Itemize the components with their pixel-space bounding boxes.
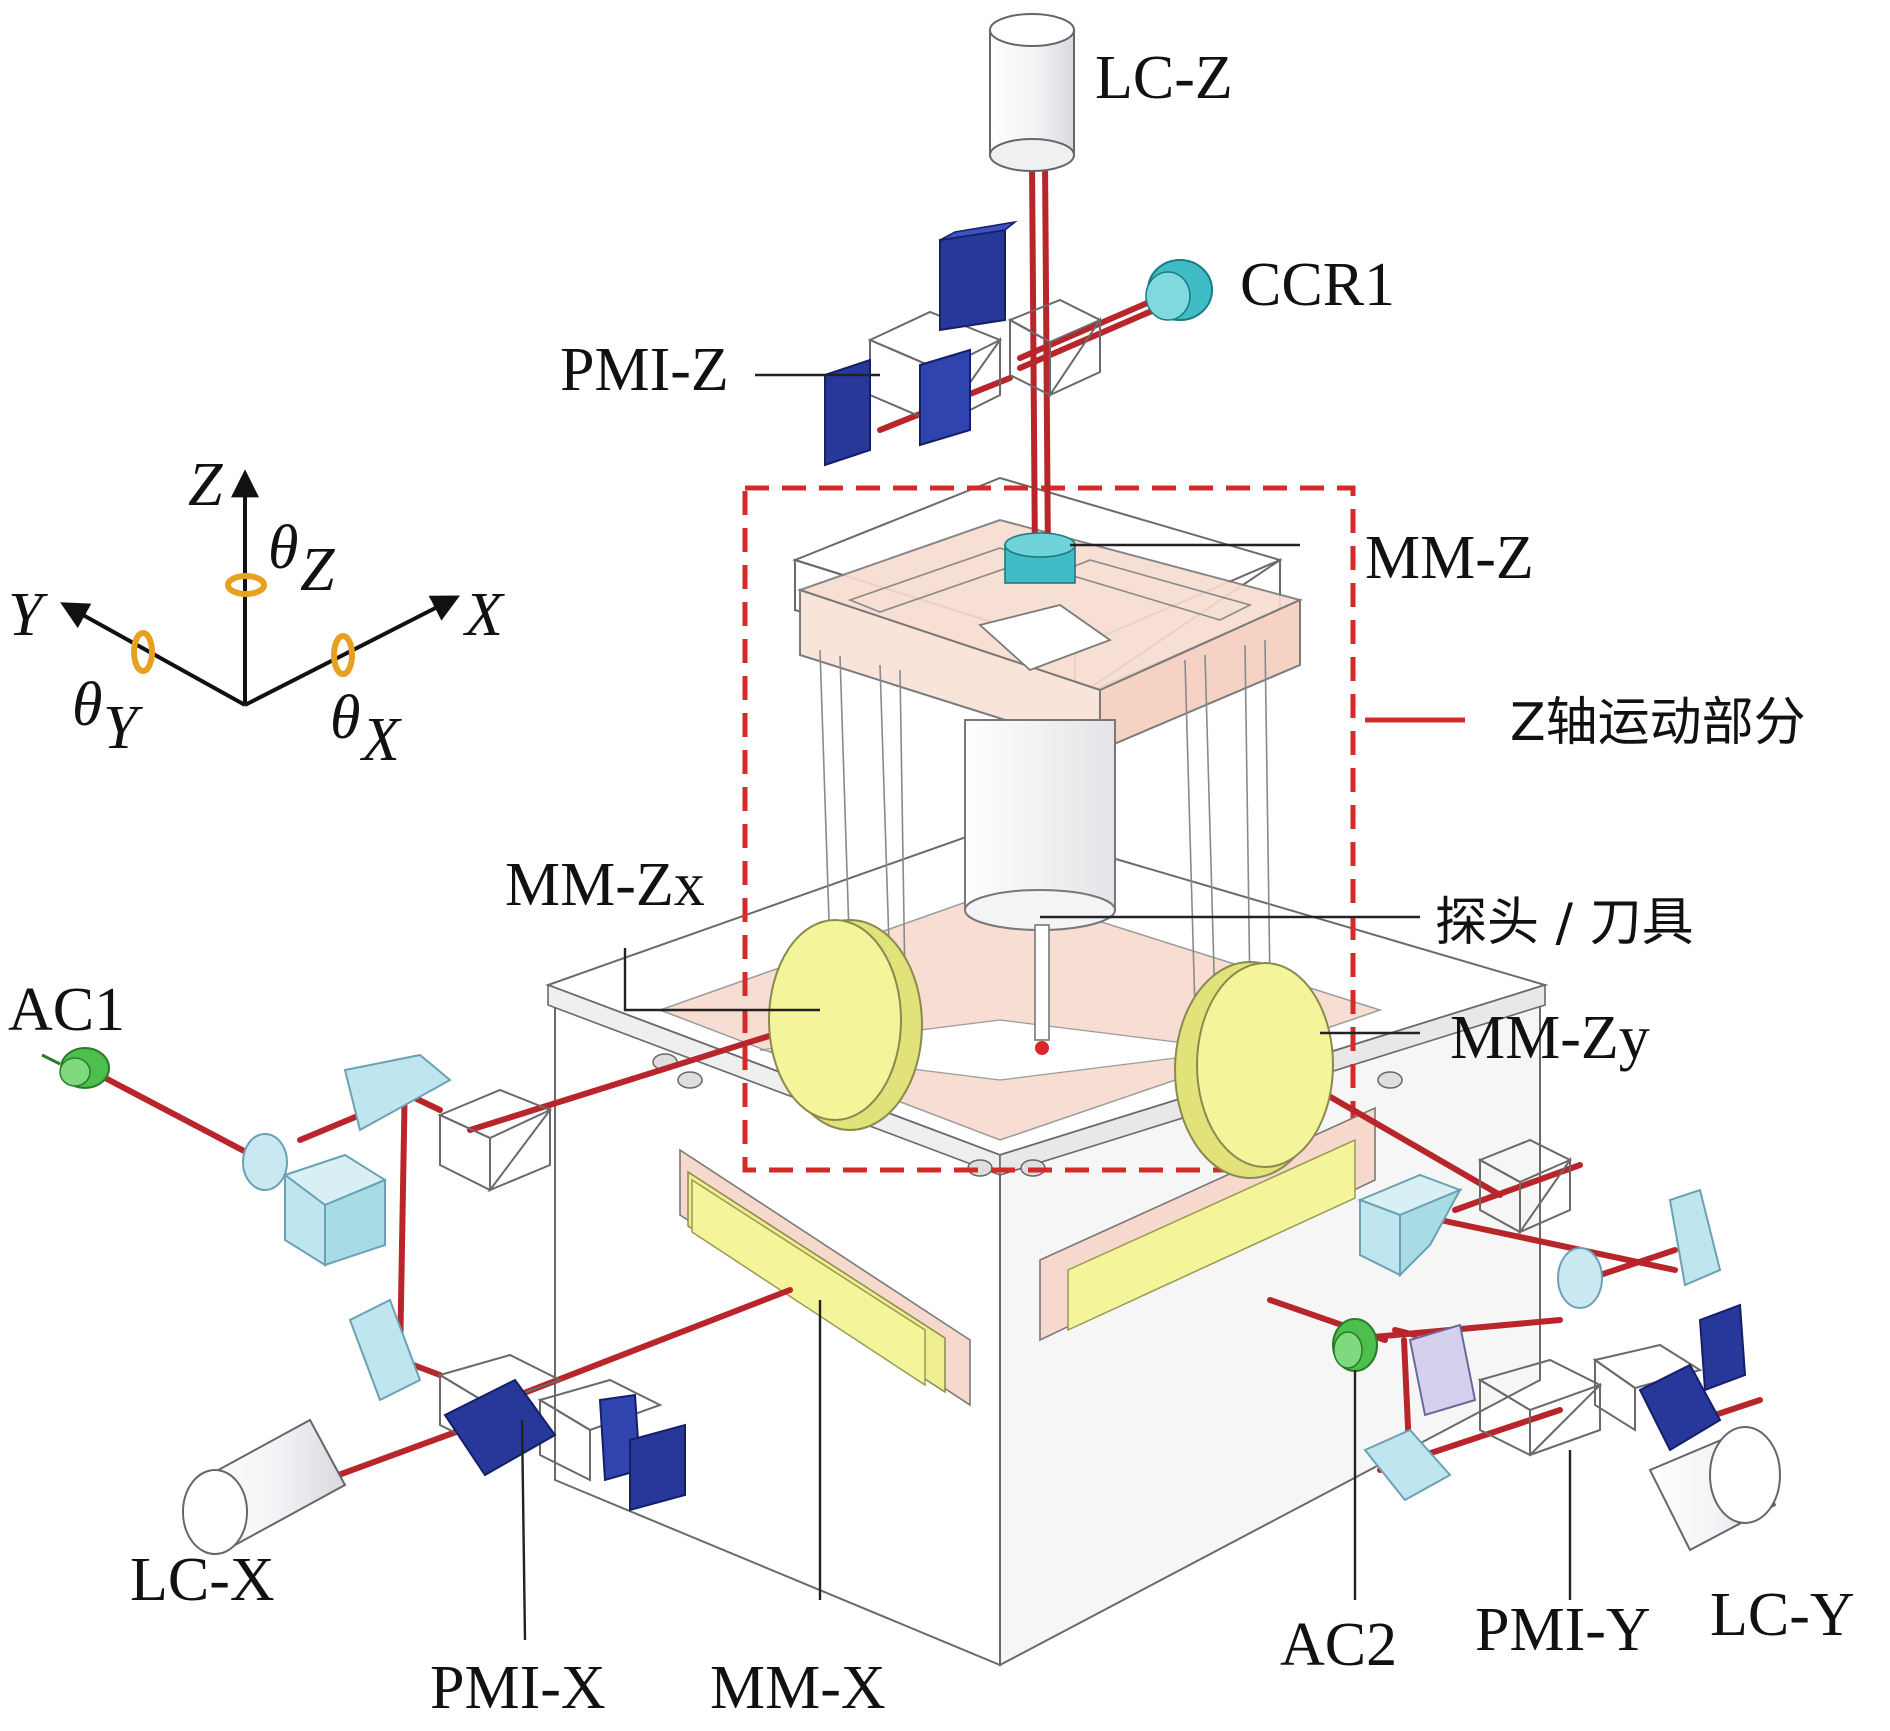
x-optics-prisms — [242, 1053, 553, 1402]
label-lc-z: LC-Z — [1095, 44, 1233, 112]
label-mm-zy: MM-Zy — [1450, 1004, 1650, 1072]
label-ac1: AC1 — [8, 976, 125, 1044]
ac1-autocollimator-icon — [41, 1047, 110, 1089]
mm-z-mirror — [1004, 532, 1076, 584]
ac2-autocollimator-icon — [1332, 1318, 1378, 1372]
label-ccr1: CCR1 — [1240, 251, 1395, 319]
leader-lines — [520, 373, 1572, 1641]
y-optics-prisms — [1357, 1138, 1722, 1502]
label-z-part: Z轴运动部分 — [1510, 693, 1806, 753]
label-mm-zx: MM-Zx — [505, 851, 705, 919]
axis-theta-z: θ Z — [268, 514, 335, 604]
axis-theta-x: θ X — [330, 684, 402, 774]
lc-z-laser-icon — [989, 13, 1075, 172]
axis-label-y: Y — [8, 581, 48, 649]
label-pmi-x: PMI-X — [430, 1654, 606, 1722]
label-pmi-y: PMI-Y — [1475, 1596, 1651, 1664]
label-mm-x: MM-X — [710, 1654, 886, 1722]
rotation-arrows — [131, 573, 355, 677]
ccr1-corner-cube-icon — [1145, 259, 1213, 321]
pmi-x-interferometer-icon — [437, 1353, 686, 1512]
svg-text:Y: Y — [103, 694, 143, 762]
label-lc-y: LC-Y — [1710, 1581, 1855, 1649]
mm-zy-mirror — [1174, 961, 1334, 1179]
mm-zx-mirror — [768, 919, 923, 1131]
axis-label-x: X — [462, 581, 505, 649]
probe-tip — [1035, 1041, 1049, 1055]
label-mm-z: MM-Z — [1365, 524, 1534, 592]
svg-text:X: X — [359, 706, 402, 774]
svg-text:θ: θ — [72, 671, 102, 739]
coordinate-axes — [60, 469, 460, 707]
label-ac2: AC2 — [1280, 1611, 1397, 1679]
label-lc-x: LC-X — [130, 1546, 275, 1614]
pmi-y-interferometer-icon — [1408, 1303, 1747, 1457]
axis-theta-y: θ Y — [72, 671, 143, 762]
suspension-rods — [819, 639, 1271, 1011]
pmi-z-interferometer-icon — [824, 220, 1103, 467]
label-probe: 探头 / 刀具 — [1435, 893, 1694, 953]
lc-y-laser-icon — [1648, 1426, 1781, 1552]
label-pmi-z: PMI-Z — [560, 336, 729, 404]
lc-x-laser-icon — [182, 1418, 347, 1555]
svg-text:θ: θ — [330, 684, 360, 752]
svg-text:θ: θ — [268, 514, 298, 582]
axis-label-z: Z — [188, 451, 223, 519]
mm-x-mirror — [679, 1148, 971, 1407]
svg-text:Z: Z — [300, 536, 335, 604]
z-axis-assembly — [792, 476, 1303, 1055]
